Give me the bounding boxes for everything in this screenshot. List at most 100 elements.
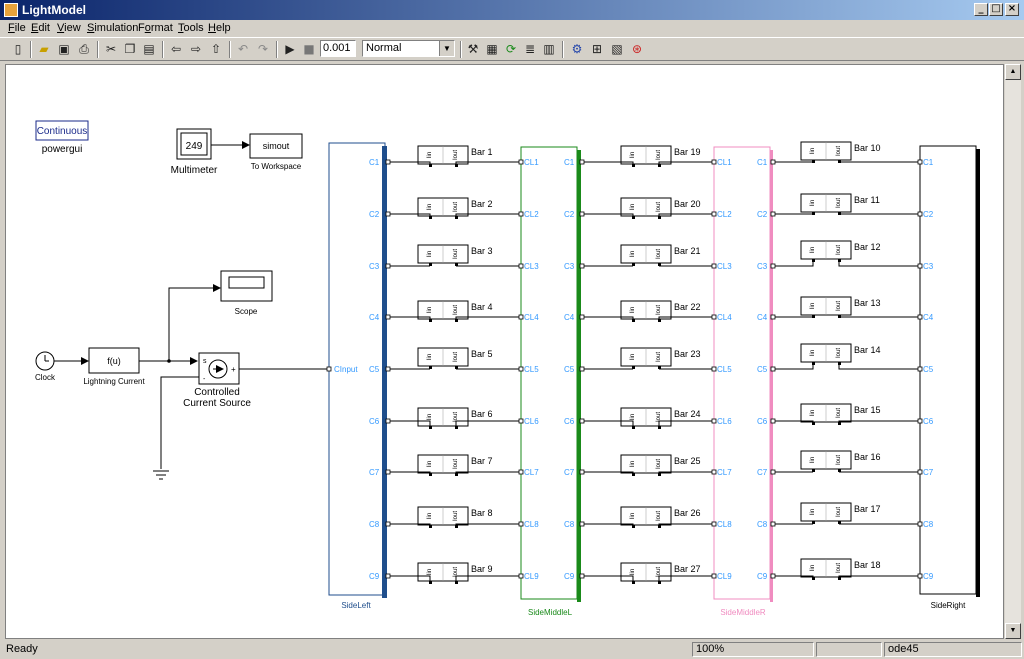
window-title: LightModel [22,3,86,17]
undo-icon[interactable]: ↶ [237,42,249,56]
side-middle-r-subsystem[interactable]: SideMiddleR [713,146,773,617]
wire [775,365,814,370]
port-connector [770,418,776,424]
simulink-app-icon[interactable] [4,3,18,17]
ground-block[interactable] [153,470,169,480]
to-workspace-block[interactable]: simout To Workspace [249,133,303,171]
menu-edit[interactable]: Edit [31,22,50,34]
menu-tools-key: T [178,22,184,34]
port-connector [385,211,391,217]
scroll-up-icon[interactable]: ▲ [1005,64,1021,80]
port-connector [385,469,391,475]
simulation-mode-select[interactable]: Normal▼ [362,40,455,57]
up-icon[interactable]: ⇧ [210,42,222,56]
port-connector [518,314,524,320]
menu-simulation[interactable]: Simulation [87,22,138,34]
model-browser-icon[interactable]: ▥ [543,42,555,56]
menu-help[interactable]: Help [208,22,231,34]
menu-file[interactable]: File [8,22,26,34]
explorer-icon[interactable]: ≣ [524,42,536,56]
back-icon[interactable]: ⇦ [170,42,182,56]
library-icon[interactable]: ⟳ [505,42,517,56]
copy-icon[interactable]: ❐ [124,42,136,56]
side-right-subsystem[interactable]: SideRight [919,145,980,610]
stop-time-field[interactable]: 0.001 [320,40,356,57]
controlled-current-source-block[interactable]: s - + Controlled Current Source [183,352,251,409]
model-canvas[interactable]: Continuous powergui 249 Multimeter simou… [5,64,1004,639]
side-left-subsystem[interactable]: CInput SideLeft [328,142,387,610]
scope-block[interactable]: Scope [220,270,273,316]
print-icon[interactable]: ⎙ [79,42,89,56]
wire [390,523,431,528]
menu-tools[interactable]: Tools [178,22,204,34]
wire [775,420,814,425]
start-icon[interactable]: ▶ [285,42,295,56]
save-icon[interactable]: ▣ [58,42,70,56]
bar-iout-label: Iout [836,563,842,573]
new-icon[interactable]: ▯ [14,42,22,56]
port-connector [579,211,585,217]
side-middle-l-in-port-label: CL3 [524,262,539,271]
forward-icon[interactable]: ⇨ [190,42,202,56]
help-icon[interactable]: ▧ [611,42,623,56]
multimeter-block[interactable]: 249 Multimeter [171,128,218,176]
debugger-icon[interactable]: ⚙ [571,42,583,56]
side-middle-l-subsystem[interactable]: SideMiddleL [520,146,581,617]
bar-label: Bar 6 [471,409,493,419]
target-icon[interactable]: ⊛ [631,42,643,56]
vertical-scrollbar[interactable]: ▲ ▼ [1005,64,1021,639]
chevron-down-icon[interactable]: ▼ [439,41,454,56]
menu-format[interactable]: Format [138,22,173,34]
bar-iin-label: Iin [810,247,816,253]
fcn-block[interactable]: f(u) Lightning Current [83,347,145,386]
profiler-icon[interactable]: ⊞ [591,42,603,56]
redo-icon[interactable]: ↷ [257,42,269,56]
port-connector [711,573,717,579]
open-icon[interactable]: ▰ [39,42,49,56]
wire [838,262,918,267]
side-middle-l-caption: SideMiddleL [528,608,573,617]
menu-view[interactable]: View [57,22,81,34]
cut-icon[interactable]: ✂ [105,42,117,56]
stop-icon[interactable]: ■ [303,42,315,56]
build-icon[interactable]: ⚒ [467,42,479,56]
maximize-button[interactable]: □ [989,3,1003,16]
close-button[interactable]: × [1005,3,1019,16]
minimize-button[interactable]: _ [974,3,988,16]
powergui-block[interactable]: Continuous powergui [35,120,89,155]
scroll-down-icon[interactable]: ▼ [1005,623,1021,639]
update-icon[interactable]: ▦ [486,42,498,56]
clock-block[interactable]: Clock [35,351,56,382]
powergui-caption: powergui [42,144,83,155]
port-connector [770,573,776,579]
paste-icon[interactable]: ▤ [143,42,155,56]
side-middle-l-in-port-label: CL1 [524,158,539,167]
to-workspace-inner-label: simout [263,141,290,151]
wire [775,213,814,215]
bar-label: Bar 9 [471,564,493,574]
